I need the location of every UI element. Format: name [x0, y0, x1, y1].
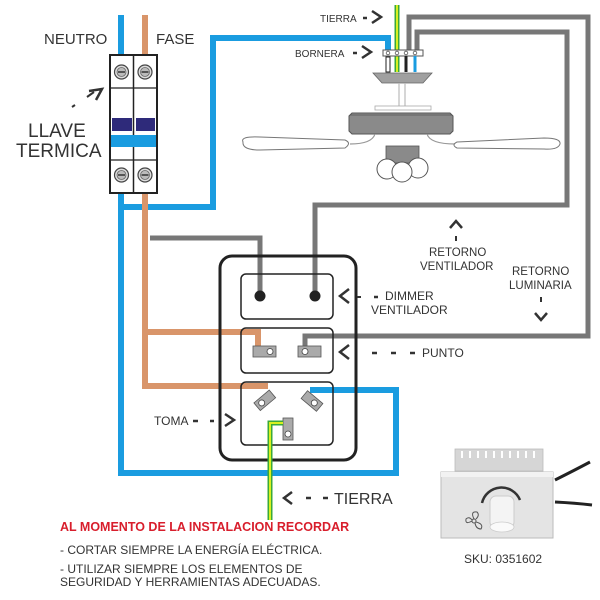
- toma-label: TOMA: [154, 414, 188, 428]
- breaker-handle-left: [112, 118, 132, 131]
- dimmer-terminal-right: [309, 290, 321, 302]
- bornera-label: BORNERA: [295, 49, 345, 60]
- dimmer-label-2: VENTILADOR: [371, 303, 448, 317]
- tierra-bottom-label: TIERRA: [334, 491, 393, 508]
- warning-title: AL MOMENTO DE LA INSTALACION RECORDAR: [60, 520, 350, 534]
- punto-switch-module: [240, 327, 334, 374]
- tierra-bottom-arrow-icon: [281, 491, 328, 505]
- product-sku: SKU: 0351602: [464, 552, 543, 566]
- retorno-luminaria-wire: [302, 14, 591, 346]
- llave-label-1: LLAVE: [28, 121, 86, 142]
- punto-label: PUNTO: [422, 346, 464, 360]
- fase-label: FASE: [156, 31, 194, 48]
- llave-arrow-icon: [71, 87, 105, 108]
- punto-arrow-icon: [337, 344, 415, 360]
- circuit-breaker: [109, 54, 158, 194]
- retorno-luminaria-label-2: LUMINARIA: [509, 280, 572, 292]
- breaker-screw-icon: [113, 64, 153, 183]
- retorno-ventilador-label-1: RETORNO: [429, 247, 486, 259]
- ground-wire-bottom-stripe: [269, 422, 283, 520]
- neutral-wire-to-fan: [118, 35, 391, 210]
- phase-to-dimmer-wire: [150, 235, 263, 296]
- retorno-ventilador-label-2: VENTILADOR: [420, 261, 494, 273]
- note-item-3: SEGURIDAD Y HERRAMIENTAS ADECUADAS.: [60, 575, 321, 589]
- dimmer-terminal-left: [254, 290, 266, 302]
- ceiling-fan: [242, 49, 561, 183]
- retorno-luminaria-arrow-icon: [534, 297, 548, 322]
- toma-outlet-module: [240, 381, 334, 446]
- retorno-luminaria-label-1: RETORNO: [512, 266, 569, 278]
- dimmer-module: [240, 273, 334, 320]
- phase-wire-to-punto: [145, 329, 261, 346]
- terminal-block: [382, 49, 424, 73]
- note-item-1: - CORTAR SIEMPRE LA ENERGÍA ELÉCTRICA.: [60, 543, 323, 557]
- breaker-handle-right: [136, 118, 155, 131]
- phase-wire-main: [142, 190, 268, 389]
- bornera-arrow-icon: [353, 44, 374, 60]
- neutral-wire-to-toma: [118, 190, 399, 476]
- toma-arrow-icon: [193, 412, 237, 428]
- dimmer-arrow-icon: [337, 288, 378, 304]
- fan-icon: [465, 511, 483, 530]
- product-image: [440, 448, 593, 539]
- note-item-2: - UTILIZAR SIEMPRE LOS ELEMENTOS DE: [60, 562, 303, 576]
- dimmer-label-1: DIMMER: [385, 289, 434, 303]
- retorno-ventilador-wire: [312, 29, 570, 296]
- switch-plate: [218, 254, 358, 462]
- tierra-top-label: TIERRA: [320, 14, 357, 25]
- neutro-label: NEUTRO: [44, 31, 107, 48]
- retorno-ventilador-arrow-icon: [449, 219, 463, 241]
- llave-label-2: TERMICA: [16, 141, 102, 162]
- tierra-top-arrow-icon: [363, 9, 384, 25]
